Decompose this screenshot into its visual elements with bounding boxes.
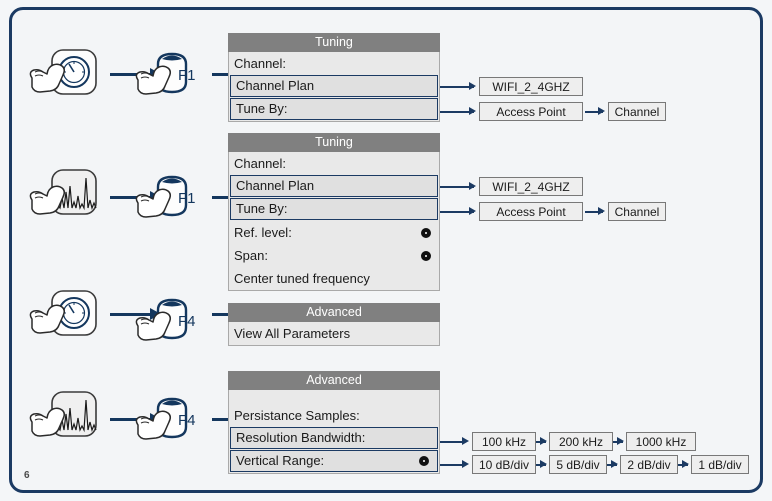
panel-body: View All Parameters [228,322,440,346]
knob-indicator-icon [419,456,429,466]
value-channel-plan[interactable]: WIFI_2_4GHZ [479,77,583,96]
menu-item-vertical-range[interactable]: Vertical Range: [230,450,438,472]
menu-item-channel[interactable]: Channel: [234,156,287,171]
value-tune-by[interactable]: Access Point [479,102,583,121]
menu-item-span[interactable]: Span: [229,244,439,267]
value-channel[interactable]: Channel [608,202,666,221]
value-bandwidth-1000khz[interactable]: 1000 kHz [626,432,696,451]
spectrum-display-icon[interactable] [26,390,106,452]
knob-indicator-icon [421,250,431,261]
value-vrange-1db[interactable]: 1 dB/div [691,455,749,474]
connector-line [440,186,474,188]
value-channel-plan[interactable]: WIFI_2_4GHZ [479,177,583,196]
advanced-panel-1: Advanced View All Parameters [228,303,440,346]
menu-item-persistance-samples[interactable]: Persistance Samples: [234,408,360,423]
connector-arrow [617,437,624,445]
connector-arrow [598,107,605,115]
connector-arrow [462,460,469,468]
value-vrange-5db[interactable]: 5 dB/div [549,455,607,474]
menu-item-ref-level[interactable]: Ref. level: [229,221,439,244]
menu-item-spacer [229,390,439,404]
connector-arrow [469,82,476,90]
panel-title: Advanced [228,303,440,322]
menu-item-view-all-parameters[interactable]: View All Parameters [234,326,351,341]
connector-line [440,211,474,213]
function-key-label: F1 [178,190,196,207]
menu-item-channel-plan[interactable]: Channel Plan [230,75,438,97]
connector-arrow [682,460,689,468]
function-key-f4-icon[interactable]: F4 [130,292,210,352]
menu-item-channel-plan[interactable]: Channel Plan [230,175,438,197]
menu-item-label: Vertical Range: [236,453,325,468]
connector-line [440,464,465,466]
value-bandwidth-200khz[interactable]: 200 kHz [549,432,613,451]
function-key-f1-icon[interactable]: F1 [130,46,210,106]
value-channel[interactable]: Channel [608,102,666,121]
panel-body: Channel: Channel Plan Tune By: [228,52,440,122]
panel-title: Tuning [228,33,440,52]
menu-item-label: Ref. level: [234,225,292,240]
connector-arrow [540,437,547,445]
connector-arrow [469,207,476,215]
connector-line [585,111,603,113]
flow-arrow-line [110,313,150,316]
flow-arrow-line [110,73,150,76]
value-vrange-2db[interactable]: 2 dB/div [620,455,678,474]
function-key-label: F4 [178,412,196,429]
panel-title: Advanced [228,371,440,390]
connector-arrow [469,107,476,115]
page-number: 6 [24,470,30,481]
connector-arrow [611,460,618,468]
value-bandwidth-100khz[interactable]: 100 kHz [472,432,536,451]
menu-item-center-tuned-frequency[interactable]: Center tuned frequency [234,271,370,286]
advanced-panel-2: Advanced Persistance Samples: Resolution… [228,371,440,474]
function-key-label: F1 [178,67,196,84]
connector-line [440,86,474,88]
function-key-f4-icon[interactable]: F4 [130,391,210,451]
menu-item-resolution-bandwidth[interactable]: Resolution Bandwidth: [230,427,438,449]
connector-line [440,441,465,443]
value-tune-by[interactable]: Access Point [479,202,583,221]
flow-arrow-line [110,196,150,199]
flow-arrow-head [150,308,161,320]
menu-item-channel[interactable]: Channel: [234,56,287,71]
connector-arrow [462,437,469,445]
knob-indicator-icon [421,227,431,238]
connector-arrow [598,207,605,215]
rotary-knob-icon[interactable] [26,48,104,106]
menu-item-tune-by[interactable]: Tune By: [230,98,438,120]
flow-arrow-line [110,418,150,421]
tuning-panel-1: Tuning Channel: Channel Plan Tune By: [228,33,440,122]
connector-line [585,211,603,213]
menu-item-label: Span: [234,248,268,263]
panel-title: Tuning [228,133,440,152]
menu-item-tune-by[interactable]: Tune By: [230,198,438,220]
panel-body: Persistance Samples: Resolution Bandwidt… [228,390,440,474]
rotary-knob-icon[interactable] [26,289,104,347]
value-vrange-10db[interactable]: 10 dB/div [472,455,536,474]
connector-line [440,111,474,113]
connector-arrow [540,460,547,468]
connector-arrow [469,182,476,190]
panel-body: Channel: Channel Plan Tune By: Ref. leve… [228,152,440,291]
function-key-f1-icon[interactable]: F1 [130,169,210,229]
function-key-label: F4 [178,313,196,330]
tuning-panel-2: Tuning Channel: Channel Plan Tune By: Re… [228,133,440,291]
spectrum-display-icon[interactable] [26,168,106,230]
